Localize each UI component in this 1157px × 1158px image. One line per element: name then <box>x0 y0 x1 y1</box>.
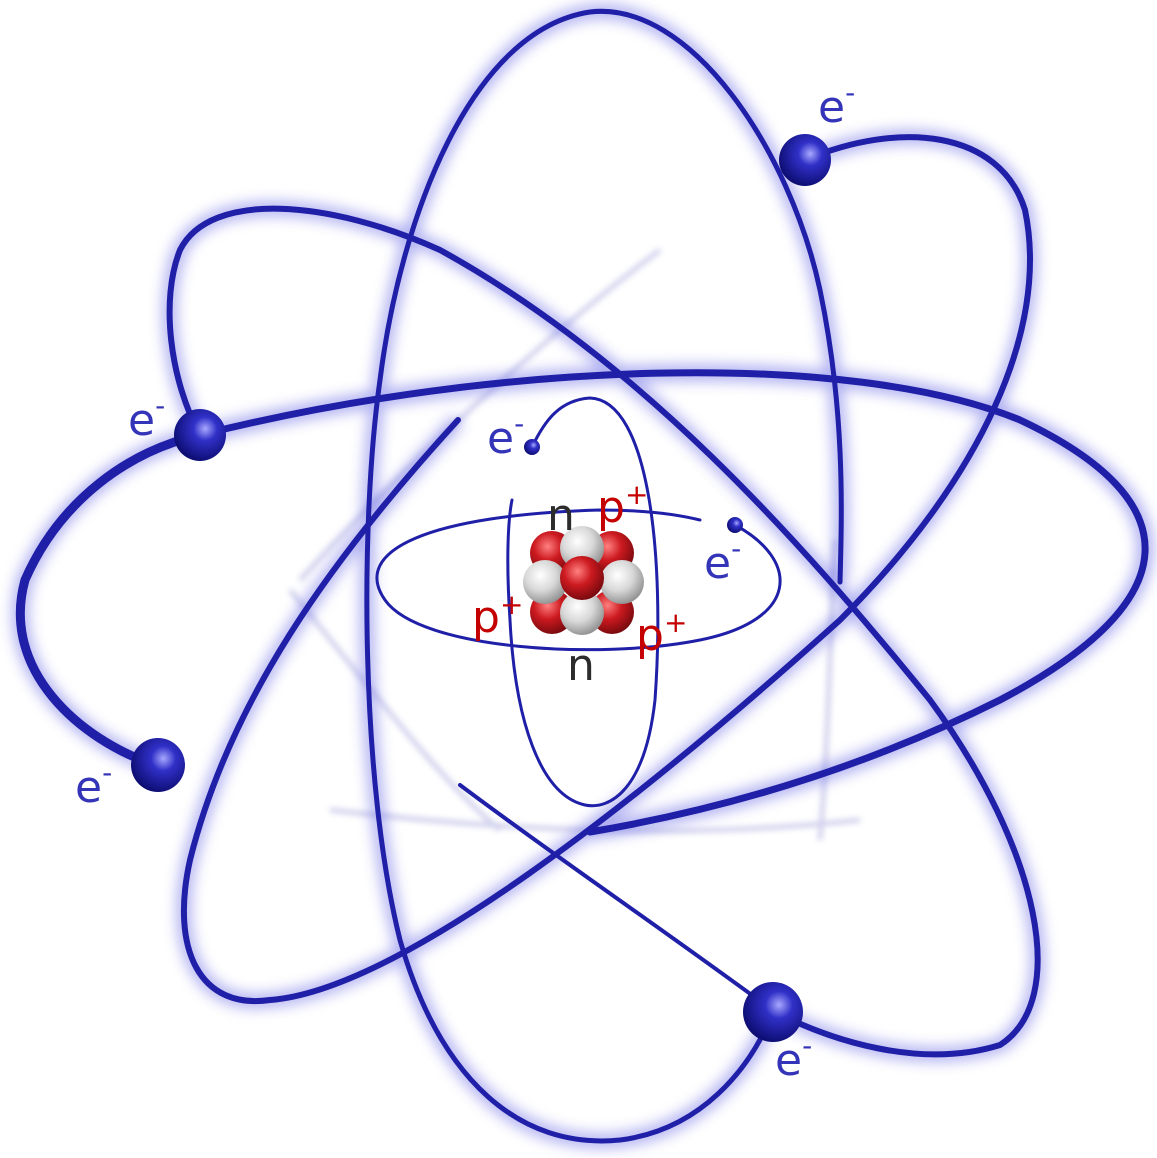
proton-label: p+ <box>597 478 648 533</box>
electron-ball <box>131 738 185 792</box>
electron-label: e- <box>704 532 741 589</box>
electron-ball <box>727 517 743 533</box>
electron-ball <box>174 409 226 461</box>
electron-label: e- <box>775 1029 812 1086</box>
proton-label: p+ <box>636 606 687 661</box>
electron-ball <box>779 134 831 186</box>
proton-label: p+ <box>472 588 523 643</box>
electron-ball <box>743 982 803 1042</box>
neutron-label: n <box>567 640 595 691</box>
electron-label: e- <box>128 389 165 446</box>
electron-ball <box>524 439 540 455</box>
neutron-label: n <box>547 490 575 541</box>
electron-label: e- <box>818 76 855 133</box>
electron-label: e- <box>75 756 112 813</box>
nucleus <box>523 526 644 635</box>
electron-label: e- <box>487 407 524 464</box>
